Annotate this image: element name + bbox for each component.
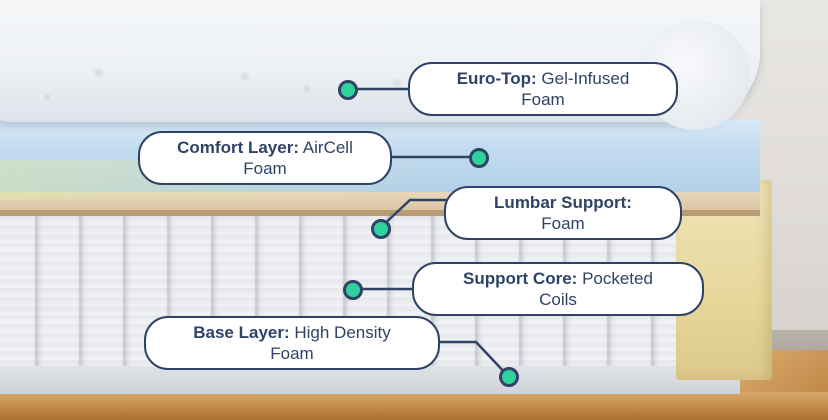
callout-text: Gel-Infused	[541, 69, 630, 88]
euro-top-callout: Euro-Top: Gel-Infused Foam	[408, 62, 678, 116]
callout-label: Base Layer:	[193, 323, 290, 342]
callout-line: Foam	[243, 159, 287, 178]
callout-line: Euro-Top: Gel-Infused	[424, 68, 662, 89]
callout-label: Euro-Top:	[456, 69, 537, 88]
lumbar-divider	[0, 210, 760, 216]
callout-label: Lumbar Support:	[494, 193, 632, 212]
lumbar-leader	[379, 198, 448, 229]
support-core-callout: Support Core: Pocketed Coils	[412, 262, 704, 316]
callout-line: Comfort Layer: AirCell	[154, 137, 376, 158]
callout-line: Lumbar Support:	[460, 192, 666, 213]
bed-frame	[0, 392, 828, 420]
lumbar-marker	[371, 219, 391, 239]
euro-top-dimple	[92, 68, 106, 78]
callout-line: Base Layer: High Density	[160, 322, 424, 343]
euro-top-dimple	[300, 84, 314, 94]
base-leader	[436, 340, 509, 377]
callout-text: AirCell	[302, 138, 353, 157]
euro-top-dimple	[40, 92, 54, 102]
base-marker	[499, 367, 519, 387]
callout-line: Foam	[541, 214, 585, 233]
callout-text: High Density	[294, 323, 391, 342]
callout-line: Foam	[521, 90, 565, 109]
callout-line: Coils	[539, 290, 577, 309]
callout-text: Pocketed	[582, 269, 653, 288]
euro-top-marker	[338, 80, 358, 100]
euro-top-dimple	[390, 78, 404, 88]
comfort-marker	[469, 148, 489, 168]
comfort-callout: Comfort Layer: AirCell Foam	[138, 131, 392, 185]
base-layer-callout: Base Layer: High Density Foam	[144, 316, 440, 370]
callout-line: Support Core: Pocketed	[428, 268, 688, 289]
euro-top-dimple	[238, 72, 252, 82]
callout-label: Comfort Layer:	[177, 138, 299, 157]
support-marker	[343, 280, 363, 300]
callout-label: Support Core:	[463, 269, 578, 288]
lumbar-callout: Lumbar Support: Foam	[444, 186, 682, 240]
callout-line: Foam	[270, 344, 314, 363]
